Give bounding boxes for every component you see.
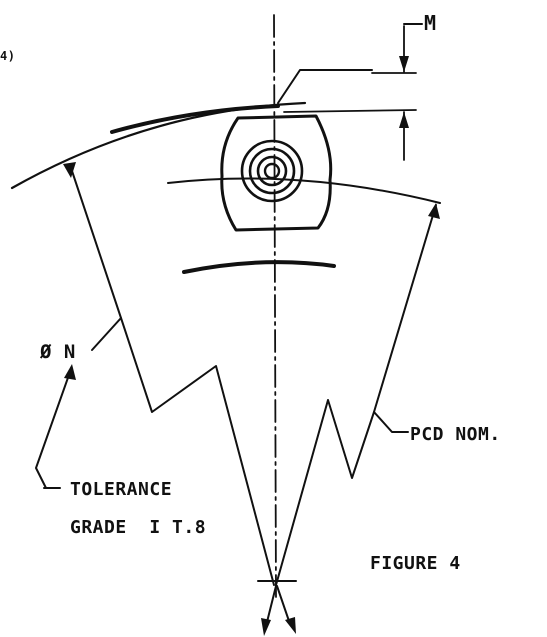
m-arrow-up	[399, 112, 409, 128]
center-line	[273, 14, 277, 599]
dia-n-arrow	[63, 162, 76, 178]
bottom-arrowhead-right	[285, 617, 296, 634]
pcd-leader	[373, 411, 409, 433]
label-tolerance-1: TOLERANCE	[70, 479, 172, 500]
tolerance-leader	[35, 371, 71, 489]
outer-arc-thick	[110, 104, 280, 134]
dia-n-leader	[91, 317, 122, 351]
bolt-ring-inner	[256, 155, 288, 187]
pcd-arrow	[428, 203, 440, 219]
label-m: M	[424, 11, 437, 35]
m-extension-top	[283, 109, 417, 113]
pcd-arc	[167, 177, 441, 204]
dia-n-zigzag	[69, 164, 275, 586]
m-leader	[277, 69, 373, 104]
outer-arc	[10, 101, 307, 190]
m-arrow-down	[399, 56, 409, 72]
figure-caption: FIGURE 4	[370, 553, 461, 574]
bottom-arrow-left	[265, 585, 277, 627]
pcd-zigzag	[275, 204, 437, 586]
tolerance-arrow	[64, 364, 76, 380]
label-pcd: PCD NOM.	[410, 424, 501, 445]
inner-arc-thick	[182, 260, 336, 274]
bolt-head	[220, 114, 333, 232]
bottom-arrowhead-left	[261, 618, 271, 636]
bolt-ring-core	[263, 162, 281, 180]
bottom-arrow-right	[276, 585, 291, 625]
label-dia-n: Ø N	[39, 341, 76, 363]
bolt-ring-outer	[240, 139, 304, 203]
corner-mark: 4)	[0, 49, 15, 63]
label-tolerance-2: GRADE I T.8	[70, 517, 206, 538]
bolt-ring-mid	[248, 147, 296, 195]
